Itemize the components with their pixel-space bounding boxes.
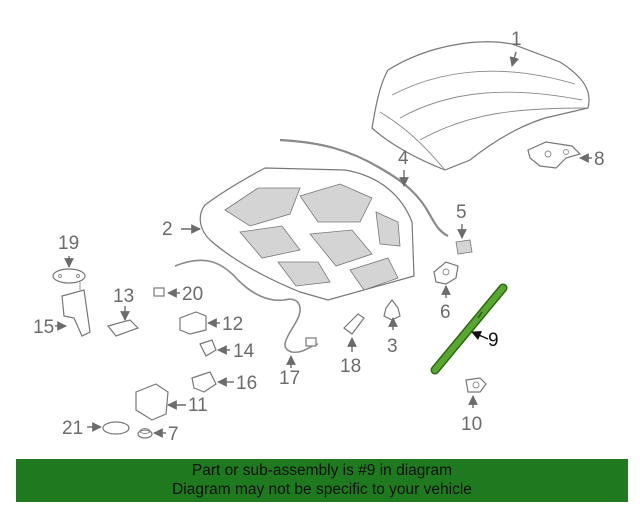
lift-support-strut bbox=[430, 283, 508, 375]
plate-part-19 bbox=[52, 268, 86, 284]
pad-part-21 bbox=[102, 421, 130, 435]
callout-13: 13 bbox=[113, 286, 134, 307]
callout-14: 14 bbox=[233, 341, 255, 362]
callout-1: 1 bbox=[511, 29, 522, 50]
bracket-part bbox=[433, 261, 459, 285]
callout-19: 19 bbox=[58, 233, 79, 254]
callout-16: 16 bbox=[236, 373, 257, 394]
handle-part-12 bbox=[179, 311, 207, 335]
leader-lines bbox=[55, 51, 592, 438]
grommet-part-7 bbox=[137, 428, 153, 439]
callout-12: 12 bbox=[222, 314, 243, 335]
banner-line-1: Part or sub-assembly is #9 in diagram bbox=[191, 462, 453, 479]
callout-labels: 1 2 3 4 5 6 7 8 9 10 11 12 13 14 15 16 1… bbox=[33, 29, 605, 445]
ball-stud bbox=[465, 377, 487, 393]
callout-21: 21 bbox=[62, 418, 83, 439]
banner-line-2: Diagram may not be specific to your vehi… bbox=[172, 481, 472, 498]
callout-4: 4 bbox=[398, 148, 409, 169]
callout-2: 2 bbox=[162, 219, 173, 240]
switch-part-14 bbox=[199, 339, 217, 357]
hood-prop bbox=[343, 313, 365, 335]
callout-18: 18 bbox=[340, 356, 361, 377]
latch-part-15 bbox=[61, 282, 91, 337]
callout-8: 8 bbox=[594, 149, 605, 170]
callout-9: 9 bbox=[488, 330, 499, 351]
bracket-part-13 bbox=[106, 319, 140, 337]
release-cable bbox=[174, 259, 319, 354]
callout-3: 3 bbox=[387, 336, 398, 357]
bracket-part-16 bbox=[191, 371, 217, 393]
hood-hinge bbox=[527, 141, 582, 169]
callout-20: 20 bbox=[182, 284, 203, 305]
callout-6: 6 bbox=[440, 302, 451, 323]
callout-17: 17 bbox=[279, 368, 300, 389]
callout-10: 10 bbox=[461, 414, 482, 435]
info-banner: Part or sub-assembly is #9 in diagram Di… bbox=[16, 459, 628, 502]
clip-part bbox=[455, 239, 473, 255]
hood-panel bbox=[371, 41, 590, 171]
callout-5: 5 bbox=[456, 202, 467, 223]
hood-insulator bbox=[199, 167, 415, 301]
clip-part-20 bbox=[153, 287, 165, 297]
callout-11: 11 bbox=[188, 395, 208, 416]
latch-part-11 bbox=[135, 383, 169, 421]
bumper-stop bbox=[383, 299, 401, 321]
callout-7: 7 bbox=[168, 424, 179, 445]
callout-15: 15 bbox=[33, 317, 54, 338]
